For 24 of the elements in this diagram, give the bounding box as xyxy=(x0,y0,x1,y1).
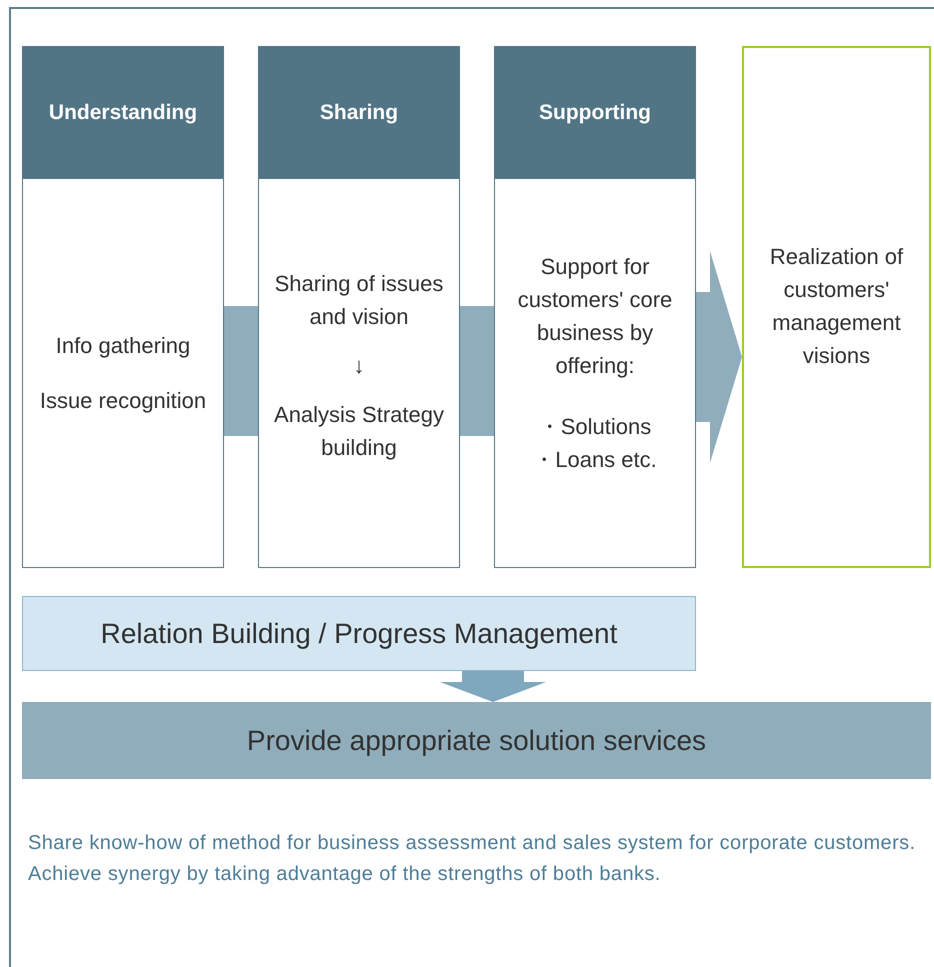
stage-column xyxy=(494,46,696,568)
stage-column xyxy=(258,46,460,568)
stage-text: Support for customers' core business by offering: xyxy=(516,253,674,380)
banner-bar xyxy=(22,596,696,671)
goal-text: Realization of customers' management visions xyxy=(768,243,904,370)
stage-text: ・Solutions xyxy=(538,413,652,441)
stage-text: Info gathering xyxy=(56,332,190,360)
stage-column xyxy=(22,46,224,568)
stage-text: Sharing of issues and vision xyxy=(274,270,444,330)
stage-text: ・Loans etc. xyxy=(533,446,657,474)
arrow xyxy=(440,671,546,702)
stage-text: Analysis Strategy building xyxy=(273,400,445,462)
stage-title: Sharing xyxy=(320,101,398,125)
arrow xyxy=(696,251,742,463)
goal-box xyxy=(742,46,931,568)
banner-bar xyxy=(22,702,931,779)
stage-title: Understanding xyxy=(48,101,198,125)
stage-text: ↓ xyxy=(354,352,364,380)
note-text: Share know-how of method for business assessment and sales system for corporate customers. Achieve synergy by taking advantage of the strengths of both banks. xyxy=(28,831,916,887)
banner-text: Relation Building / Progress Management xyxy=(100,617,618,650)
banner-text: Provide appropriate solution services xyxy=(246,724,706,757)
stage-title: Supporting xyxy=(539,101,651,125)
stage-text: Issue recognition xyxy=(40,387,206,415)
connector-band xyxy=(224,306,258,436)
